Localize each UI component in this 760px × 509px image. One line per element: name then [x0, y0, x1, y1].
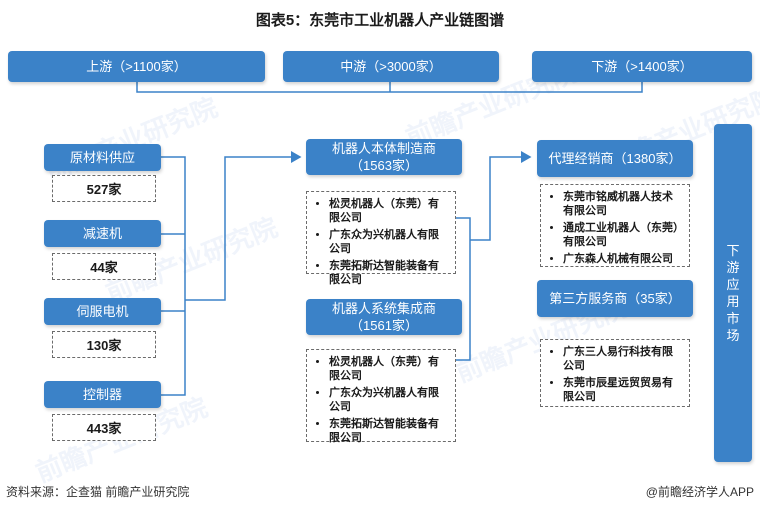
- list-item: 通成工业机器人（东莞）有限公司: [563, 221, 683, 249]
- downstream-market-label: 下游应用市场: [726, 243, 740, 343]
- list-item: 东莞市辰星远贸贸易有限公司: [563, 376, 683, 404]
- list-item: 广东森人机械有限公司: [563, 252, 683, 266]
- source-note: 资料来源：企查猫 前瞻产业研究院: [6, 485, 190, 499]
- credit-note: @前瞻经济学人APP: [645, 485, 754, 499]
- upstream-servo-motor: 伺服电机: [44, 298, 161, 325]
- list-item: 松灵机器人（东莞）有限公司: [329, 355, 449, 383]
- list-item: 东莞市铭威机器人技术有限公司: [563, 190, 683, 218]
- midstream-manufacturer-list: 松灵机器人（东莞）有限公司 广东众为兴机器人有限公司 东莞拓斯达智能装备有限公司: [306, 191, 456, 286]
- downstream-service: 第三方服务商（35家）: [537, 280, 693, 317]
- list-item: 广东三人易行科技有限公司: [563, 345, 683, 373]
- upstream-controller: 控制器: [44, 381, 161, 408]
- midstream-integrator: 机器人系统集成商（1561家）: [306, 299, 462, 335]
- upstream-reducer-count: 44家: [52, 253, 156, 280]
- upstream-servo-motor-count: 130家: [52, 331, 156, 358]
- upstream-reducer: 减速机: [44, 220, 161, 247]
- list-item: 广东众为兴机器人有限公司: [329, 386, 449, 414]
- header-upstream: 上游（>1100家）: [8, 51, 265, 82]
- downstream-distributor-list: 东莞市铭威机器人技术有限公司 通成工业机器人（东莞）有限公司 广东森人机械有限公…: [540, 184, 690, 267]
- upstream-raw-material-count: 527家: [52, 175, 156, 202]
- upstream-controller-count: 443家: [52, 414, 156, 441]
- downstream-service-list: 广东三人易行科技有限公司 东莞市辰星远贸贸易有限公司: [540, 339, 690, 407]
- midstream-manufacturer: 机器人本体制造商（1563家）: [306, 139, 462, 175]
- list-item: 松灵机器人（东莞）有限公司: [329, 197, 449, 225]
- list-item: 东莞拓斯达智能装备有限公司: [329, 259, 449, 287]
- list-item: 东莞拓斯达智能装备有限公司: [329, 417, 449, 445]
- chart-title: 图表5：东莞市工业机器人产业链图谱: [255, 12, 505, 29]
- header-downstream: 下游（>1400家）: [532, 51, 752, 82]
- downstream-market: 下游应用市场: [714, 124, 752, 462]
- downstream-distributor: 代理经销商（1380家）: [537, 140, 693, 177]
- midstream-integrator-list: 松灵机器人（东莞）有限公司 广东众为兴机器人有限公司 东莞拓斯达智能装备有限公司: [306, 349, 456, 445]
- list-item: 广东众为兴机器人有限公司: [329, 228, 449, 256]
- header-midstream: 中游（>3000家）: [283, 51, 499, 82]
- upstream-raw-material: 原材料供应: [44, 144, 161, 171]
